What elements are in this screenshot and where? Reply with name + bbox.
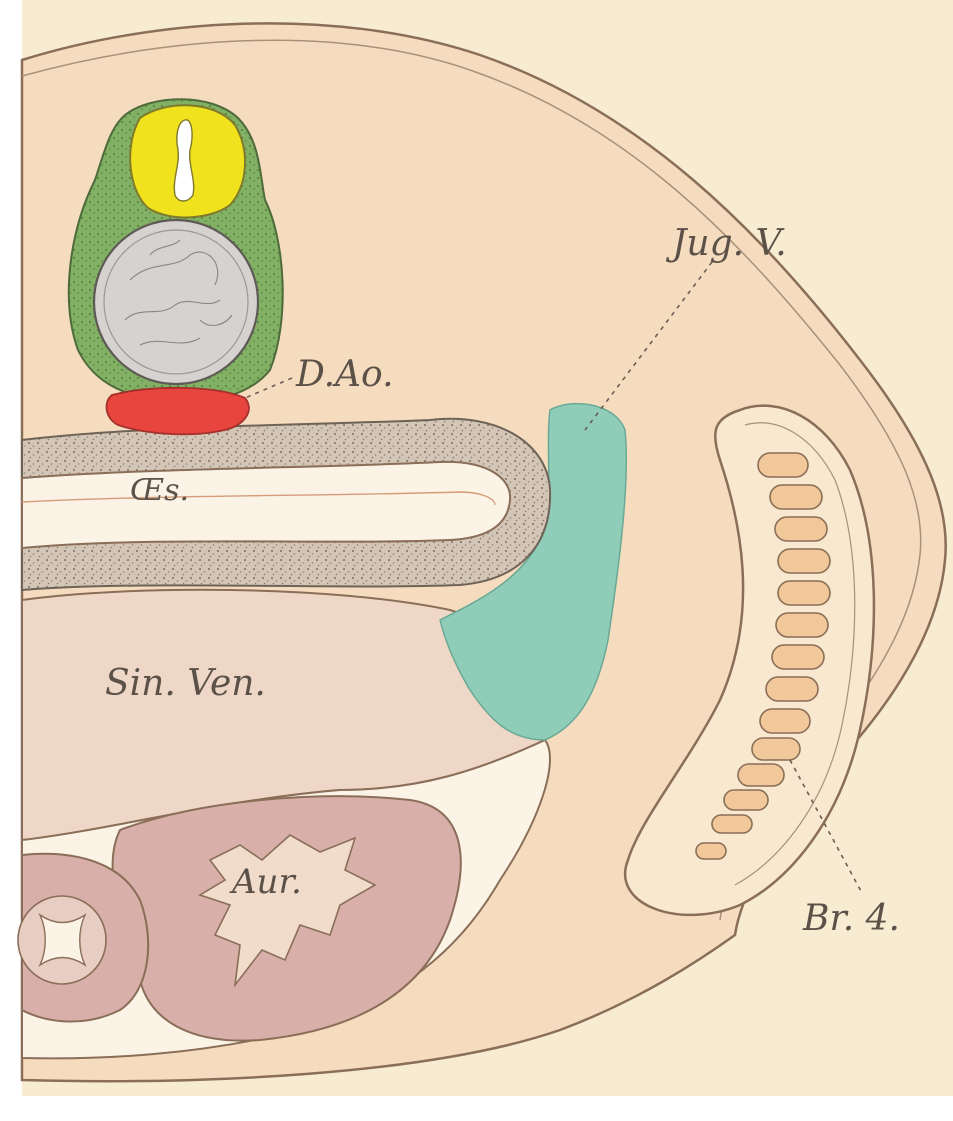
pouch — [758, 453, 808, 477]
label-auricle: Aur. — [229, 862, 302, 902]
pouch — [724, 790, 768, 810]
pouch — [760, 709, 810, 733]
pouch — [778, 549, 830, 573]
label-sinus-venosus: Sin. Ven. — [105, 663, 266, 704]
pouch — [775, 517, 827, 541]
pouch — [772, 645, 824, 669]
pouch — [752, 738, 800, 760]
label-oesophagus: Œs. — [130, 473, 189, 508]
pouch — [696, 843, 726, 859]
label-jugular-vein: Jug. V. — [665, 223, 787, 264]
dorsal-aorta — [106, 388, 248, 434]
oesophagus-lumen — [22, 462, 510, 548]
bottom-white-margin — [0, 1096, 953, 1121]
pouch — [776, 613, 828, 637]
pouch — [778, 581, 830, 605]
ventricle-lumen — [40, 915, 85, 965]
pouch — [738, 764, 784, 786]
pouch — [770, 485, 822, 509]
label-dorsal-aorta: D.Ao. — [295, 354, 394, 395]
pouch — [712, 815, 752, 833]
pouch — [766, 677, 818, 701]
left-white-margin — [0, 0, 22, 1121]
label-branchial: Br. 4. — [802, 898, 900, 939]
notochord — [94, 220, 258, 384]
